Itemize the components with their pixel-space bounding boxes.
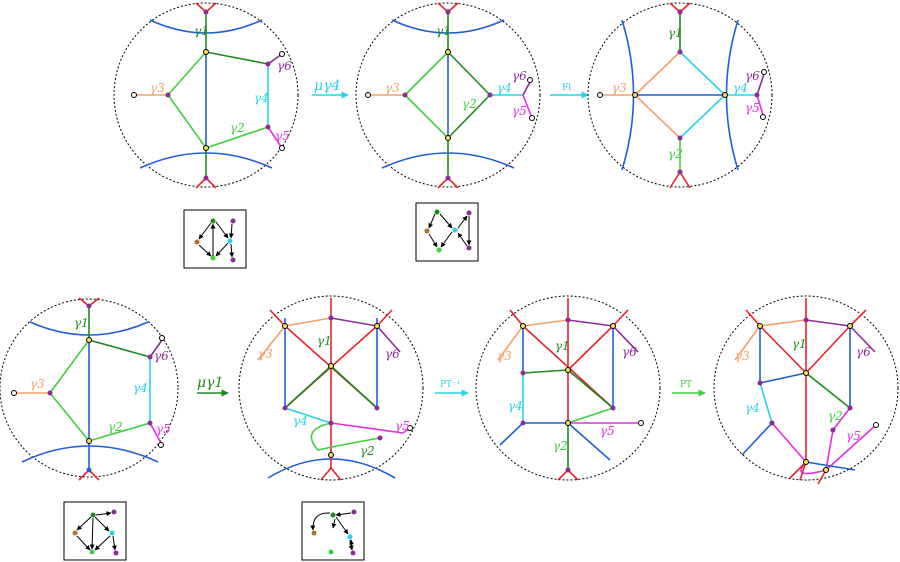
label-g1: γ1 [317, 334, 332, 348]
label-g6: γ6 [154, 349, 169, 363]
label-g2: γ2 [360, 444, 375, 458]
label-g6: γ6 [512, 69, 527, 83]
arrow-fl-label: Fl [562, 83, 571, 93]
label-g1: γ1 [668, 26, 683, 40]
label-g5: γ5 [846, 429, 861, 443]
quiver-4 [301, 501, 365, 561]
label-g1: γ1 [436, 24, 451, 38]
label-g5: γ5 [275, 129, 290, 143]
panel-bottom-1: γ1 γ3 γ6 γ4 γ2 γ5 [0, 297, 179, 481]
label-g2: γ2 [828, 409, 843, 423]
label-g2: γ2 [553, 439, 568, 453]
quiver-3 [63, 501, 127, 561]
label-g2: γ2 [668, 147, 683, 161]
label-g4: γ4 [745, 401, 760, 415]
label-g1: γ1 [555, 339, 570, 353]
label-g5: γ5 [395, 419, 410, 433]
arrow-pt: PT [672, 380, 706, 397]
arrow-mu-g1-label: μγ1 [197, 375, 223, 391]
label-g4: γ4 [254, 91, 269, 105]
label-g2: γ2 [108, 420, 123, 434]
label-g2: γ2 [230, 121, 245, 135]
panel-bottom-2: γ1 γ3 γ6 γ4 γ5 γ2 [238, 295, 424, 481]
label-g1: γ1 [74, 316, 89, 330]
label-g4: γ4 [497, 81, 512, 95]
panel-top-1: γ1 γ3 γ6 γ4 γ2 γ5 [113, 2, 299, 189]
panel-top-3: γ1 γ3 γ2 γ4 γ6 γ5 [587, 2, 773, 189]
arrow-pt-inv: PT⁻¹ [435, 380, 469, 397]
arrow-fl: Fl [550, 83, 589, 99]
label-g5: γ5 [745, 101, 760, 115]
arrow-pt-label: PT [680, 380, 692, 390]
arrow-mu-g1: μγ1 [197, 375, 229, 397]
label-g6: γ6 [745, 69, 760, 83]
label-g3: γ3 [612, 81, 627, 95]
label-g6: γ6 [622, 345, 637, 359]
label-g3: γ3 [497, 349, 512, 363]
label-g5: γ5 [512, 104, 527, 118]
label-g4: γ4 [733, 81, 748, 95]
label-g3: γ3 [150, 81, 165, 95]
arrow-mu-g4-label: μγ4 [314, 78, 340, 94]
label-g6: γ6 [856, 345, 871, 359]
label-g1: γ1 [194, 24, 209, 38]
label-g5: γ5 [600, 424, 615, 438]
label-g6: γ6 [277, 59, 292, 73]
label-g4: γ4 [133, 381, 148, 395]
label-g3: γ3 [30, 377, 45, 391]
arrow-pt-inv-label: PT⁻¹ [440, 380, 460, 390]
label-g6: γ6 [385, 347, 400, 361]
label-g3: γ3 [385, 81, 400, 95]
label-g4: γ4 [508, 399, 523, 413]
quiver-1 [183, 209, 247, 269]
panel-bottom-3: γ1 γ3 γ6 γ4 γ5 γ2 [475, 295, 661, 481]
arrow-mu-g4: μγ4 [312, 78, 349, 99]
panel-top-2: γ1 γ3 γ2 γ4 γ6 γ5 [355, 2, 541, 189]
quiver-2 [415, 202, 479, 262]
label-g5: γ5 [156, 422, 171, 436]
label-g3: γ3 [735, 349, 750, 363]
label-g4: γ4 [293, 414, 308, 428]
label-g1: γ1 [792, 337, 807, 351]
label-g3: γ3 [258, 347, 273, 361]
label-g2: γ2 [462, 97, 477, 111]
panel-bottom-4: γ1 γ3 γ6 γ4 γ2 γ5 [713, 295, 899, 485]
